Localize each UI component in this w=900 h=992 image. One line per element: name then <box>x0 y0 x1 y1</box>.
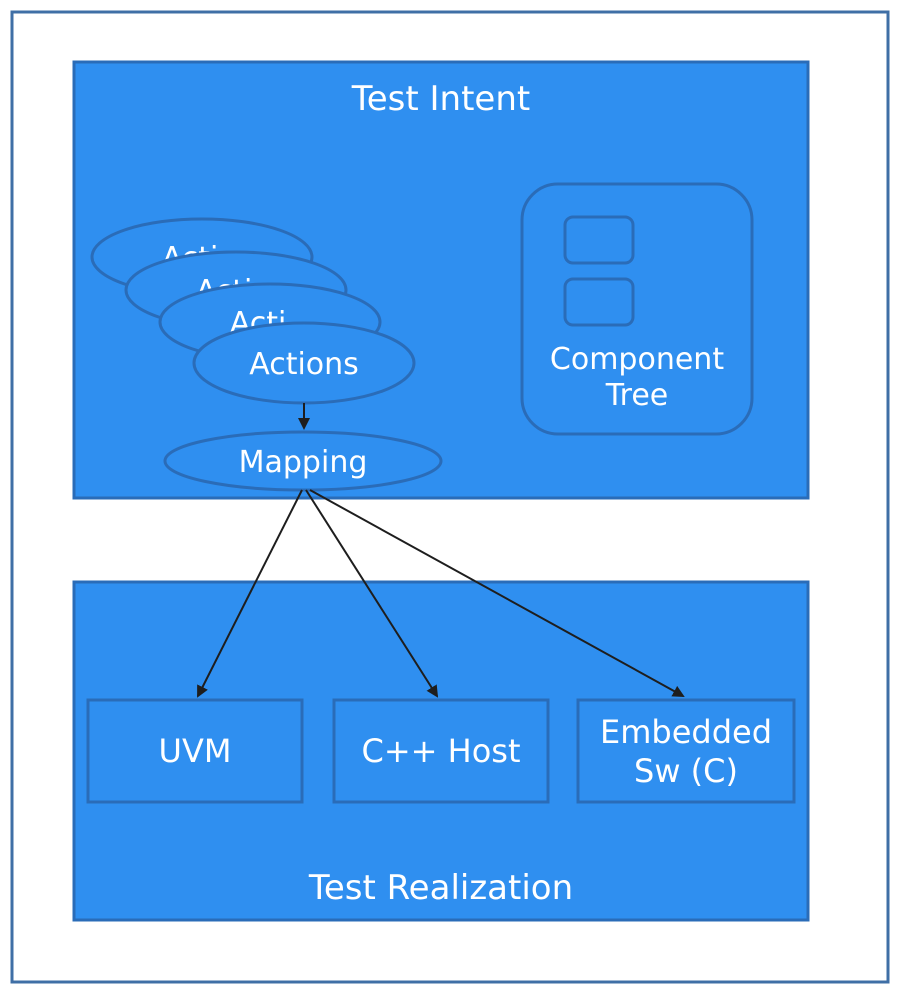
test-intent-title: Test Intent <box>351 79 530 119</box>
component-tree-box <box>520 182 754 436</box>
mapping-to-uvm-arrow <box>197 489 303 698</box>
component-node-icon <box>563 277 635 327</box>
component-tree-label-line2: Tree <box>605 378 669 413</box>
target-uvm-box <box>86 698 304 804</box>
component-tree-label-line1: Component <box>550 342 724 377</box>
target-embedded-box <box>576 698 796 804</box>
target-uvm-label: UVM <box>159 732 232 770</box>
mapping-to-cpp-host-arrow <box>305 489 439 698</box>
mapping-to-embedded-arrow <box>309 489 685 697</box>
actions-stack: Acti Acti Acti Actions <box>90 217 416 405</box>
target-cpp-host-box <box>332 698 550 804</box>
target-embedded-label-line2: Sw (C) <box>634 752 738 790</box>
actions-label: Actions <box>249 347 359 382</box>
target-cpp-host-label: C++ Host <box>362 732 521 770</box>
component-tree: Component Tree <box>520 182 754 436</box>
mapping-ellipse <box>163 430 443 492</box>
mapping-label: Mapping <box>239 445 368 480</box>
test-intent-panel: Test Intent Acti Acti Acti Actions Mappi… <box>72 60 810 500</box>
test-realization-title: Test Realization <box>308 868 573 908</box>
component-node-icon <box>563 215 635 265</box>
test-realization-panel: UVM C++ Host Embedded Sw (C) Test Realiz… <box>72 580 810 922</box>
test-realization-box <box>72 580 810 922</box>
target-embedded-label-line1: Embedded <box>600 713 772 751</box>
